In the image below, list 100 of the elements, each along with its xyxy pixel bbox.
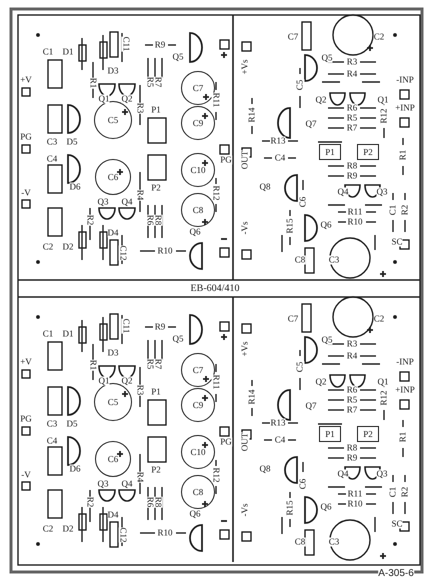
component-label: R2 [400, 486, 410, 498]
board-code: EB-604/410 [190, 284, 240, 294]
component-label: -Vs [240, 222, 250, 234]
component-label: -INP [396, 76, 414, 84]
component-label: Q1 [378, 378, 388, 386]
component-label: C11 [122, 36, 130, 52]
component-label: R7 [346, 124, 358, 132]
component-label: D4 [108, 228, 118, 238]
component-label: P1 [151, 106, 161, 114]
component-label: C2 [42, 242, 54, 252]
component-label: R5 [346, 114, 358, 122]
component-label: R7 [154, 76, 162, 88]
component-label: R3 [136, 102, 144, 114]
component-label: R8 [154, 214, 162, 226]
component-label: R8 [346, 162, 358, 170]
component-label: PG [20, 414, 32, 424]
component-label: R11 [348, 490, 362, 498]
component-label: Q8 [260, 182, 270, 192]
component-label: -V [21, 470, 31, 480]
component-label: D4 [108, 510, 118, 520]
component-label: R4 [136, 472, 144, 482]
component-label: R12 [380, 108, 388, 124]
component-label: R9 [154, 322, 166, 332]
component-label: C3 [46, 138, 58, 146]
component-label: R10 [158, 246, 172, 256]
component-label: D6 [70, 464, 80, 474]
component-outline: P2 [357, 426, 379, 442]
component-label: R1 [88, 360, 98, 370]
component-label: R13 [270, 418, 286, 428]
component-outline: P2 [357, 144, 379, 160]
component-label: R5 [346, 396, 358, 404]
component-label: OUT [240, 150, 250, 170]
component-label: +V [20, 358, 32, 366]
component-label: PG [20, 132, 32, 142]
component-label: R6 [346, 386, 358, 394]
component-label: D2 [62, 242, 74, 252]
component-label: C1 [388, 486, 398, 498]
component-label: R7 [346, 406, 358, 414]
component-label: C2 [374, 32, 384, 42]
component-label: C11 [122, 318, 130, 334]
component-label: Q2 [316, 96, 326, 104]
component-label: R2 [86, 496, 94, 508]
component-label: Q7 [306, 402, 316, 410]
component-label: R14 [248, 108, 256, 122]
component-label: Q2 [316, 378, 326, 386]
component-label: Q5 [172, 334, 184, 344]
component-label: Q6 [320, 502, 332, 512]
component-label: R3 [346, 340, 358, 348]
component-label: PG [220, 438, 232, 446]
component-label: +Vs [240, 341, 250, 357]
component-label: C2 [374, 314, 384, 324]
component-label: C6 [298, 196, 308, 208]
component-label: Q4 [338, 470, 348, 478]
component-label: D3 [108, 66, 118, 76]
component-label: C4 [46, 436, 58, 446]
component-label: D5 [66, 420, 78, 428]
component-label: R11 [212, 374, 220, 390]
component-label: R10 [158, 528, 172, 538]
component-label: SC [392, 520, 402, 528]
component-label: D6 [70, 182, 80, 192]
component-label: R10 [348, 218, 362, 226]
component-label: R1 [398, 150, 408, 160]
component-label: C1 [42, 330, 54, 338]
component-label: Q8 [260, 464, 270, 474]
component-label: R4 [346, 70, 358, 78]
component-label: R15 [286, 500, 294, 516]
capacitor-outline: C6 [95, 441, 131, 477]
component-label: C1 [42, 48, 54, 56]
component-label: -INP [396, 358, 414, 366]
component-label: SC [392, 238, 402, 246]
component-label: R4 [136, 190, 144, 200]
component-label: Q5 [322, 54, 332, 62]
component-label: R12 [380, 390, 388, 406]
component-label: C3 [46, 420, 58, 428]
component-label: C12 [118, 528, 128, 542]
component-label: Q6 [320, 220, 332, 230]
component-label: R11 [348, 208, 362, 216]
component-label: C12 [118, 246, 128, 260]
component-label: R4 [346, 352, 358, 360]
component-label: R15 [286, 218, 294, 234]
component-label: Q1 [98, 376, 110, 386]
component-label: R13 [270, 136, 286, 146]
component-label: C8 [294, 256, 306, 264]
component-label: C5 [296, 362, 304, 372]
component-label: -V [21, 188, 31, 198]
component-label: R11 [212, 92, 220, 108]
component-label: +V [20, 76, 32, 84]
component-label: R10 [348, 500, 362, 508]
component-label: R9 [154, 40, 166, 50]
component-label: P2 [151, 466, 161, 474]
component-label: D1 [62, 48, 74, 56]
component-label: C1 [388, 204, 398, 216]
component-label: R9 [346, 172, 358, 180]
component-label: R9 [346, 454, 358, 462]
component-label: Q5 [322, 336, 332, 344]
capacitor-outline: C6 [95, 159, 131, 195]
component-label: D3 [108, 348, 118, 358]
component-label: P1 [151, 388, 161, 396]
component-label: +INP [395, 386, 415, 394]
component-label: R6 [346, 104, 358, 112]
